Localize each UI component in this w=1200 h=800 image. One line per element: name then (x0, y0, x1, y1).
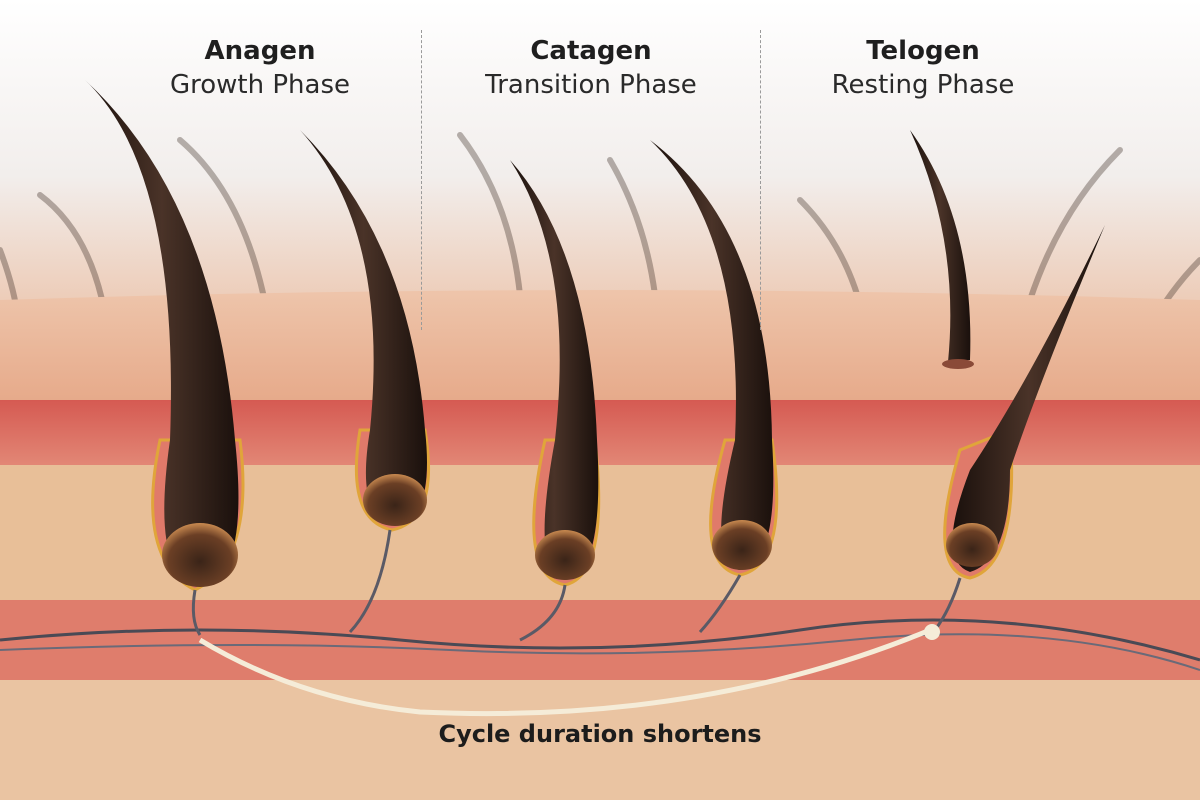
anagen-hair-bulb (162, 523, 238, 587)
lower-dermis-band (0, 600, 1200, 685)
catagen-hair (510, 160, 599, 580)
catagen-hair-2 (650, 140, 774, 570)
phase-divider (760, 30, 761, 330)
phase-subtitle: Growth Phase (169, 70, 350, 100)
phase-label-catagen: Catagen Transition Phase (426, 34, 756, 102)
phase-subtitle: Transition Phase (485, 70, 697, 100)
anagen-hair-2 (300, 130, 427, 525)
epidermis-layer (0, 290, 1200, 405)
nerve-fibers (0, 529, 1200, 717)
phase-divider (421, 30, 422, 330)
phase-name: Anagen (204, 36, 316, 66)
telogen-short-hair (910, 130, 971, 362)
phase-label-anagen: Anagen Growth Phase (95, 34, 425, 102)
telogen-hair-bulb (946, 523, 998, 567)
telogen-hair (952, 225, 1105, 572)
catagen-hair-bulb (535, 530, 595, 580)
cycle-caption: Cycle duration shortens (438, 720, 762, 748)
anagen-hair-2-bulb (363, 474, 427, 526)
hairs (85, 80, 1105, 587)
subcutaneous-layer (0, 680, 1200, 800)
catagen-hair-2-bulb (712, 520, 772, 570)
phase-label-telogen: Telogen Resting Phase (758, 34, 1088, 102)
hair-pore (942, 359, 974, 369)
anagen-hair (85, 80, 239, 585)
phase-name: Catagen (530, 36, 652, 66)
phase-name: Telogen (866, 36, 980, 66)
phase-subtitle: Resting Phase (831, 70, 1015, 100)
